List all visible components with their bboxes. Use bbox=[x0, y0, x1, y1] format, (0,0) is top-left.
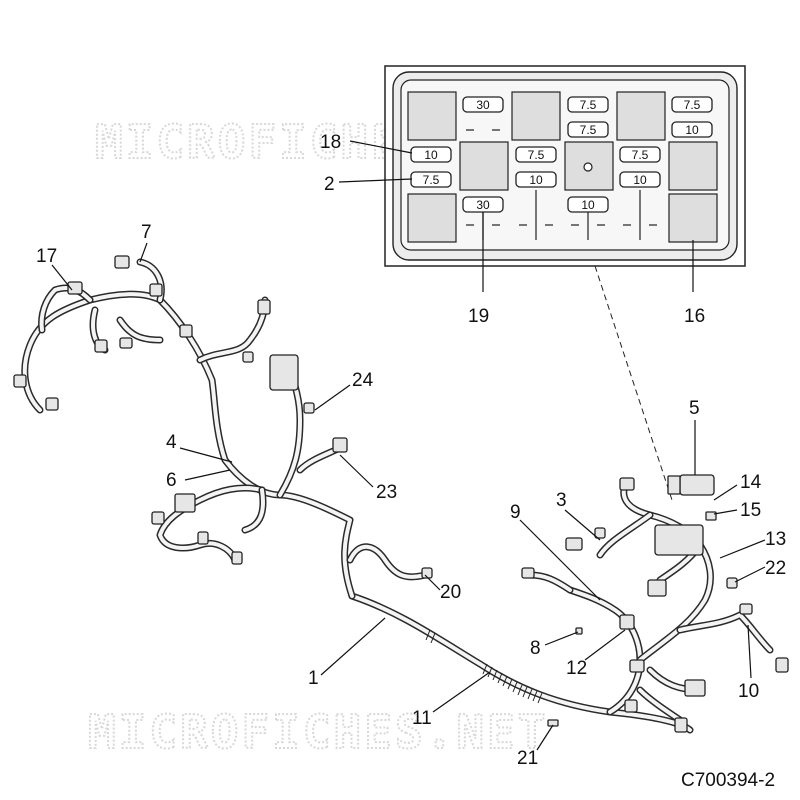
fuse-10-d: 10 bbox=[567, 196, 609, 213]
callout-10: 10 bbox=[738, 681, 759, 702]
callout-6: 6 bbox=[166, 470, 177, 491]
svg-text:10: 10 bbox=[581, 198, 595, 212]
callout-2: 2 bbox=[324, 174, 335, 195]
fuse-box-detail: 30 7.5 7.5 7.5 10 10 7.5 7.5 bbox=[384, 65, 746, 267]
diagram-part-number: C700394-2 bbox=[681, 770, 775, 791]
fuse-10-item-18: 10 bbox=[410, 146, 452, 163]
relay-blocks bbox=[407, 91, 718, 243]
fuse-10-a: 10 bbox=[671, 121, 713, 138]
callout-13: 13 bbox=[765, 529, 786, 550]
callout-3: 3 bbox=[556, 490, 567, 511]
watermark-bottom: MICROFICHES.NET bbox=[88, 705, 548, 759]
fuse-30-top: 30 bbox=[462, 96, 504, 113]
svg-text:7.5: 7.5 bbox=[684, 98, 701, 112]
svg-text:10: 10 bbox=[685, 123, 699, 137]
svg-text:30: 30 bbox=[476, 198, 490, 212]
callout-5: 5 bbox=[689, 398, 700, 419]
svg-text:10: 10 bbox=[633, 173, 647, 187]
callout-12: 12 bbox=[566, 658, 587, 679]
callout-11: 11 bbox=[412, 708, 432, 729]
fuse-10-c: 10 bbox=[619, 171, 661, 188]
relay-16 bbox=[668, 193, 718, 243]
callout-22: 22 bbox=[765, 558, 786, 579]
callout-18: 18 bbox=[320, 132, 341, 153]
callout-21: 21 bbox=[517, 748, 538, 769]
svg-text:30: 30 bbox=[476, 98, 490, 112]
callout-23: 23 bbox=[376, 482, 397, 503]
svg-text:7.5: 7.5 bbox=[632, 148, 649, 162]
callout-9: 9 bbox=[510, 502, 521, 523]
fuse-7-5-b: 7.5 bbox=[567, 121, 609, 138]
fuse-10-b: 10 bbox=[515, 171, 557, 188]
fuse-7-5-e: 7.5 bbox=[619, 146, 661, 163]
svg-text:10: 10 bbox=[424, 148, 438, 162]
fuse-7-5-c: 7.5 bbox=[671, 96, 713, 113]
callout-15: 15 bbox=[740, 500, 761, 521]
callout-17: 17 bbox=[36, 246, 57, 267]
fuse-30-item-19: 30 bbox=[462, 196, 504, 213]
callout-1: 1 bbox=[308, 668, 319, 689]
callout-labels: 1 2 3 4 5 6 7 8 9 10 11 12 13 14 15 16 1… bbox=[36, 132, 786, 769]
callout-20: 20 bbox=[440, 582, 461, 603]
connectors bbox=[13, 255, 789, 733]
callout-8: 8 bbox=[530, 638, 541, 659]
svg-text:7.5: 7.5 bbox=[423, 173, 440, 187]
svg-text:7.5: 7.5 bbox=[580, 98, 597, 112]
callout-7: 7 bbox=[141, 222, 152, 243]
detail-link-line bbox=[594, 265, 673, 501]
fuse-7-5-a: 7.5 bbox=[567, 96, 609, 113]
callout-14: 14 bbox=[740, 472, 762, 493]
svg-text:7.5: 7.5 bbox=[528, 148, 545, 162]
fuse-7-5-d: 7.5 bbox=[515, 146, 557, 163]
callout-19: 19 bbox=[468, 306, 489, 327]
callout-24: 24 bbox=[352, 370, 374, 391]
leader-lines bbox=[51, 140, 766, 751]
callout-4: 4 bbox=[166, 432, 177, 453]
svg-text:10: 10 bbox=[529, 173, 543, 187]
fuse-7-5-item-2: 7.5 bbox=[410, 171, 452, 188]
callout-16: 16 bbox=[684, 306, 705, 327]
harness-drawing bbox=[13, 255, 789, 734]
svg-text:7.5: 7.5 bbox=[580, 123, 597, 137]
